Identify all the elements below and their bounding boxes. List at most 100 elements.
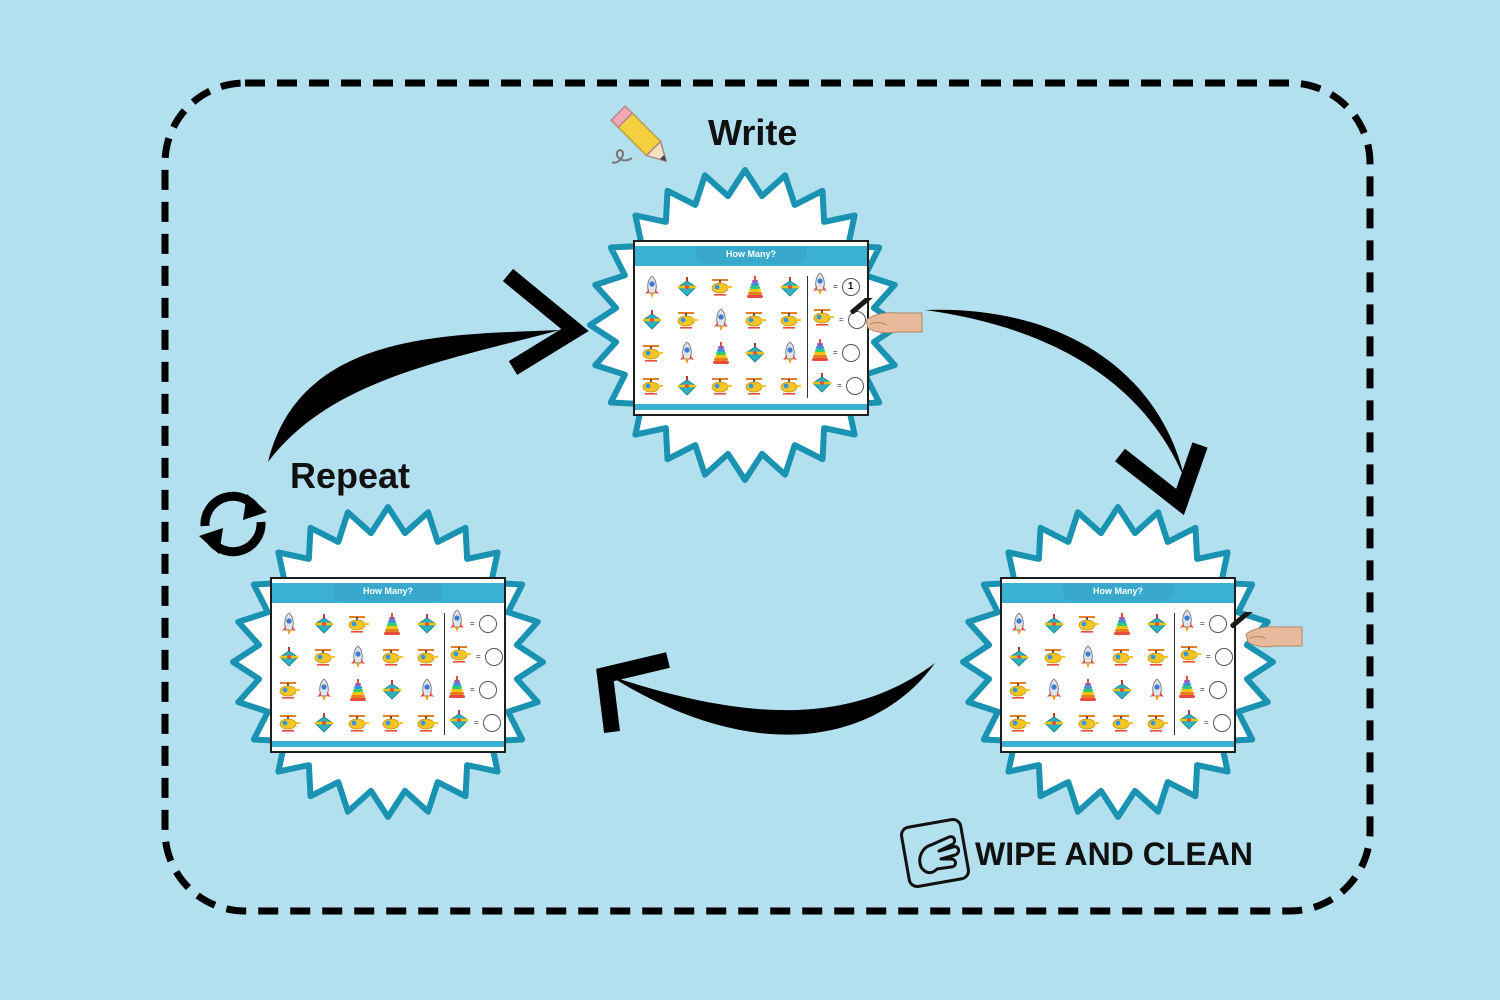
answer-circle[interactable] (841, 343, 860, 362)
answer-row: = (1178, 673, 1234, 706)
equals-sign: = (837, 381, 842, 390)
rocket-icon (1178, 609, 1196, 638)
cycle-arrows-icon (199, 491, 267, 557)
worksheet-card-repeat: How Many?==== (270, 577, 506, 753)
rings-icon (811, 338, 829, 367)
worksheet-title: How Many? (1063, 583, 1173, 601)
helicopter-icon (341, 607, 375, 640)
worksheet-card-write: How Many? =1 = = = (633, 240, 869, 416)
top-icon (448, 709, 470, 736)
rings-icon (704, 336, 738, 369)
answer-circle[interactable] (1208, 614, 1227, 633)
rings-icon (1178, 675, 1196, 704)
rocket-icon (410, 673, 444, 706)
worksheet-title: How Many? (333, 583, 443, 601)
top-icon (375, 673, 409, 706)
helicopter-icon (1071, 607, 1105, 640)
helicopter-icon (375, 706, 409, 739)
worksheet-divider (807, 276, 808, 398)
rocket-icon (773, 336, 807, 369)
answer-circle[interactable] (478, 680, 497, 699)
rocket-icon (272, 607, 306, 640)
wipe-and-clean-label: WIPE AND CLEAN (975, 836, 1253, 872)
helicopter-icon (448, 644, 472, 669)
helicopter-icon (1178, 644, 1202, 669)
worksheet-footer-bar (272, 741, 504, 747)
worksheet-banner: How Many? (1002, 583, 1234, 603)
rocket-icon (704, 303, 738, 336)
helicopter-icon (669, 303, 703, 336)
arrow-write-to-wipe (925, 309, 1208, 516)
hand-wipe-icon (900, 818, 970, 888)
helicopter-icon (1105, 640, 1139, 673)
equals-sign: = (470, 619, 475, 628)
rocket-icon (1036, 673, 1070, 706)
rocket-icon (1140, 673, 1174, 706)
writing-hand-icon (848, 286, 923, 343)
top-icon (635, 303, 669, 336)
top-icon (1036, 706, 1070, 739)
writing-hand-icon (1228, 600, 1303, 657)
equals-sign: = (839, 315, 844, 324)
equals-sign: = (833, 348, 838, 357)
equals-sign: = (1200, 619, 1205, 628)
top-icon (1105, 673, 1139, 706)
worksheet-footer-bar (635, 404, 867, 410)
answer-row: = (1178, 607, 1234, 640)
top-icon (1036, 607, 1070, 640)
top-icon (306, 607, 340, 640)
answer-circle[interactable] (1214, 647, 1233, 666)
helicopter-icon (738, 369, 772, 402)
answer-circle[interactable] (478, 614, 497, 633)
answer-row: = (1178, 706, 1234, 739)
helicopter-icon (811, 307, 835, 332)
top-icon (306, 706, 340, 739)
rings-icon (341, 673, 375, 706)
toy-grid (635, 270, 807, 402)
helicopter-icon (272, 706, 306, 739)
helicopter-icon (635, 369, 669, 402)
toy-grid (1002, 607, 1174, 739)
worksheet-divider (1174, 613, 1175, 735)
rocket-icon (1002, 607, 1036, 640)
top-icon (1178, 709, 1200, 736)
answer-row: =1 (811, 270, 867, 303)
answer-row: = (1178, 640, 1234, 673)
answer-circle[interactable] (482, 713, 501, 732)
arrow-wipe-to-repeat (596, 652, 935, 735)
worksheet-divider (444, 613, 445, 735)
rocket-icon (1071, 640, 1105, 673)
equals-sign: = (1200, 685, 1205, 694)
rocket-icon (341, 640, 375, 673)
dashed-frame (161, 79, 1374, 915)
answer-row: = (448, 607, 504, 640)
rocket-icon (669, 336, 703, 369)
answer-circle[interactable] (484, 647, 503, 666)
helicopter-icon (306, 640, 340, 673)
helicopter-icon (704, 369, 738, 402)
helicopter-icon (410, 706, 444, 739)
arrow-repeat-to-write (268, 268, 589, 462)
answer-column: = = = = (1178, 607, 1234, 739)
answer-circle[interactable] (845, 376, 864, 395)
answer-row: = (811, 336, 867, 369)
answer-circle[interactable] (1212, 713, 1231, 732)
rings-icon (738, 270, 772, 303)
top-icon (669, 369, 703, 402)
helicopter-icon (635, 336, 669, 369)
helicopter-icon (1002, 673, 1036, 706)
repeat-label: Repeat (290, 455, 411, 496)
helicopter-icon (704, 270, 738, 303)
answer-circle[interactable] (1208, 680, 1227, 699)
helicopter-icon (1071, 706, 1105, 739)
top-icon (1002, 640, 1036, 673)
helicopter-icon (738, 303, 772, 336)
answer-circle[interactable]: 1 (841, 277, 860, 296)
worksheet-banner: How Many? (635, 246, 867, 266)
answer-row: = (448, 706, 504, 739)
helicopter-icon (410, 640, 444, 673)
helicopter-icon (375, 640, 409, 673)
helicopter-icon (773, 369, 807, 402)
worksheet-banner: How Many? (272, 583, 504, 603)
helicopter-icon (1002, 706, 1036, 739)
